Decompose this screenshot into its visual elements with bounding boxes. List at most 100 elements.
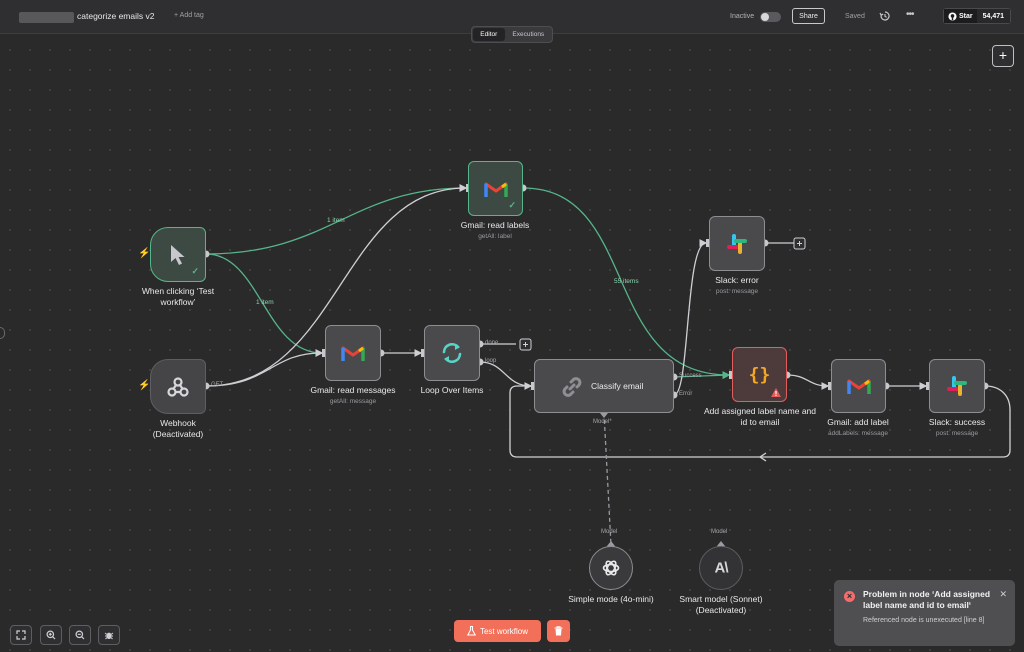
node-label: Add assigned label name and id to email [704,406,816,427]
bug-icon [104,632,114,640]
debug-button[interactable] [98,625,120,645]
slack-icon [727,233,747,254]
more-options-icon[interactable]: ••• [906,9,914,20]
port-label-model: Model [711,529,728,535]
port-label-model-required: Model* [593,419,612,425]
port-label-success: Success [679,373,702,379]
github-star-count: 54,471 [976,9,1010,23]
node-gmail-add-label[interactable] [831,359,886,413]
saved-status: Saved [845,13,865,20]
node-webhook[interactable] [150,359,206,414]
node-label: Classify email [591,381,644,391]
edge-label-1-item: 1 item [256,299,274,306]
github-star: Star [944,9,977,23]
flask-icon [466,626,476,636]
github-star-label: Star [959,12,973,20]
edge-classify-error[interactable] [673,239,708,396]
tab-editor[interactable]: Editor [473,28,505,41]
zoom-in-icon [46,630,56,640]
node-label: Gmail: read messages [310,385,396,395]
node-slack-success[interactable] [929,359,985,413]
node-label: Smart model (Sonnet) (Deactivated) [679,594,763,615]
slack-icon [947,376,967,396]
activation-status-label: Inactive [730,13,755,20]
add-node-button[interactable]: + [992,45,1014,67]
gmail-icon [846,379,871,394]
port-label-error: Error [679,391,693,397]
tab-executions[interactable]: Executions [512,31,545,38]
code-braces-icon: {} [748,364,771,385]
test-workflow-label: Test workflow [479,626,528,636]
edge-classify-success[interactable] [673,371,731,380]
node-subtitle: post: message [715,288,759,295]
edge-webhook-messages[interactable] [205,349,324,387]
plus-icon[interactable] [519,237,806,351]
edge-code-addlabel[interactable] [786,374,830,390]
fullscreen-icon [16,630,26,640]
port-label-get: GET [211,382,224,388]
toast-title: Problem in node ‘Add assigned label name… [863,589,991,610]
workflow-name[interactable]: categorize emails v2 [77,11,155,21]
loop-icon [442,343,462,363]
node-classify-email[interactable]: Classify email [534,359,674,413]
share-button[interactable]: Share [792,8,825,24]
node-smart-model[interactable]: A\ [699,546,743,590]
add-tag-link[interactable]: + Add tag [174,12,204,19]
webhook-icon [167,376,189,397]
github-icon [948,11,957,21]
node-simple-model[interactable] [589,546,633,590]
warning-icon[interactable] [771,388,781,397]
github-star-button[interactable]: Star 54,471 [943,8,1011,24]
gmail-icon [483,182,508,197]
trigger-bolt-icon: ⚡ [138,380,151,391]
port-label-model: Model [601,529,618,535]
node-label: Gmail: add label [827,417,889,427]
edge-label-55-items: 55 items [614,278,639,285]
edge-loop-back[interactable] [509,385,1011,458]
openai-icon [602,560,620,576]
gmail-icon [341,346,365,361]
delete-execution-button[interactable] [547,620,570,642]
node-subtitle: getAll: label [478,233,512,240]
node-slack-error[interactable] [709,216,765,271]
edge-label-1-item: 1 item [327,217,345,224]
zoom-out-button[interactable] [69,625,91,645]
node-label: Gmail: read labels [460,220,530,230]
error-icon: × [844,591,855,602]
chain-icon [562,377,582,397]
edge-loop-classify[interactable] [479,361,533,390]
toggle-knob [761,13,769,21]
activation-toggle[interactable] [760,12,781,22]
node-add-assigned-label[interactable]: {} [732,347,787,402]
view-tabs: Editor Executions [471,26,553,43]
history-icon[interactable] [879,10,891,22]
edge-model-simple[interactable] [603,412,612,546]
success-check-icon: ✓ [508,200,516,210]
zoom-out-icon [75,630,85,640]
edge-webhook-labels[interactable] [205,184,468,387]
toast-message: Referenced node is unexecuted [line 8] [863,617,985,624]
zoom-in-button[interactable] [40,625,62,645]
success-check-icon: ✓ [191,266,199,276]
edge-trigger-labels[interactable] [205,184,468,255]
node-manual-trigger[interactable]: ✓ [150,227,206,282]
node-label: Loop Over Items [420,385,484,395]
node-subtitle: post: message [935,430,979,437]
fit-view-button[interactable] [10,625,32,645]
test-workflow-button[interactable]: Test workflow [454,620,541,642]
node-gmail-read-messages[interactable] [325,325,381,381]
node-label: Slack: success [928,417,986,427]
trash-icon [554,626,563,636]
node-gmail-read-labels[interactable]: ✓ [468,161,523,216]
node-label: Slack: error [715,275,759,285]
edge-labels-code[interactable] [522,187,731,379]
node-loop-over-items[interactable] [424,325,480,381]
edge-trigger-messages[interactable] [205,253,324,357]
close-icon[interactable]: ✕ [999,589,1007,599]
port-label-done: done [485,340,499,346]
node-label: Simple mode (4o-mini) [568,594,654,604]
anthropic-icon: A\ [714,559,729,577]
edge-loop-back-arrow [758,452,767,462]
node-subtitle: getAll: message [329,398,377,405]
